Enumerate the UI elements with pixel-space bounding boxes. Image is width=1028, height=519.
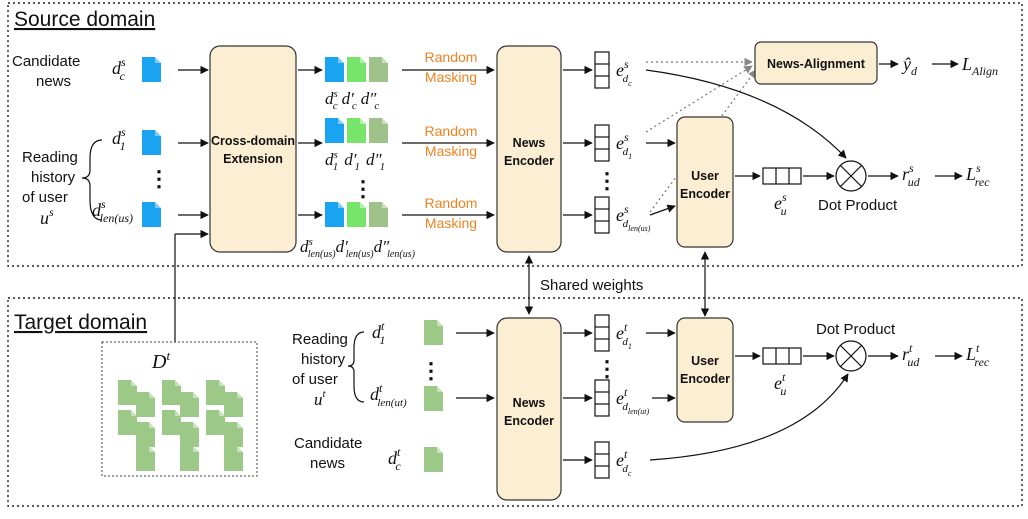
target-candidate-label-1: Candidate [294,435,362,452]
user-vector-target [762,347,802,365]
dot-product-label-target: Dot Product [816,321,896,338]
target-domain-title: Target domain [14,311,147,334]
history-label-3: of user [22,189,68,206]
extended-docs-row-2 [325,118,388,143]
target-domain-region [7,297,1023,507]
ext-ellipsis: ⋮ [352,176,374,201]
embedding-vector-source-len [594,196,610,234]
target-corpus-docs [118,380,243,471]
random-masking-3a: Random [425,195,478,211]
random-masking-2b: Masking [425,143,477,159]
source-news-encoder-label-2: Encoder [504,154,554,168]
source-domain-title: Source domain [14,8,155,31]
target-embedding-ellipsis: ⋮ [596,356,618,381]
target-user-symbol: ut [314,388,327,409]
dot-product-operator-source [835,160,867,192]
doc-icon-candidate-target [424,447,443,472]
embedding-vector-source-c [594,51,610,89]
embedding-vector-source-1 [594,124,610,162]
cross-domain-extension-box [209,45,297,253]
cross-domain-label-2: Extension [223,152,283,166]
target-candidate-label-2: news [310,455,345,472]
target-news-encoder-label-1: News [513,396,546,410]
target-news-encoder-box [496,317,562,501]
doc-icon-history-1-source [142,130,161,155]
curve-candidate-to-dot [645,69,847,159]
target-news-encoder-label-2: Encoder [504,414,554,428]
target-history-label-3: of user [292,371,338,388]
candidate-news-label-2: news [36,73,71,90]
source-history-ellipsis: ⋮ [148,166,170,191]
arrow-to-ue-2 [649,204,676,216]
extended-docs-row-3 [325,202,388,227]
doc-icon-history-1-target [424,320,443,345]
source-domain-region [7,2,1023,267]
doc-icon-history-len-target [424,386,443,411]
user-vector-source [762,167,802,185]
random-masking-3b: Masking [425,215,477,231]
y-hat-d: ŷd [901,54,918,78]
curve-target-candidate-to-dot [649,373,849,461]
source-user-encoder-label-2: Encoder [680,187,730,201]
target-history-label-2: history [301,351,346,368]
target-user-encoder-label-1: User [691,354,719,368]
source-embedding-ellipsis: ⋮ [596,168,618,193]
news-alignment-label: News-Alignment [767,57,866,71]
extended-docs-row-1 [325,57,388,82]
target-corpus-symbol: Dt [151,348,170,373]
target-user-encoder-box [676,317,734,423]
history-label-2: history [31,169,76,186]
random-masking-1a: Random [425,49,478,65]
target-history-label-1: Reading [292,331,348,348]
history-brace [81,139,103,221]
L-align: LAlign [961,54,998,78]
dotted-line-2 [645,65,753,133]
random-masking-1b: Masking [425,69,477,85]
source-user-symbol: us [40,205,54,228]
doc-icon-candidate-source [142,57,161,82]
news-alignment-box [754,41,878,85]
random-masking-2a: Random [425,123,478,139]
shared-weights-label: Shared weights [540,277,643,294]
source-user-encoder-label-1: User [691,169,719,183]
target-history-brace [347,331,365,403]
history-label-1: Reading [22,149,78,166]
dot-product-label-source: Dot Product [818,197,898,214]
target-user-encoder-label-2: Encoder [680,372,730,386]
source-news-encoder-label-1: News [513,136,546,150]
target-corpus-box [101,341,258,477]
dot-product-operator-target [835,340,867,372]
candidate-news-label-1: Candidate [12,53,80,70]
source-news-encoder-box [496,45,562,253]
source-user-encoder-box [676,116,734,248]
embedding-vector-target-len [594,379,610,417]
cross-domain-label-1: Cross-domain [211,134,295,148]
embedding-vector-target-c [594,441,610,479]
target-history-ellipsis: ⋮ [420,358,442,383]
doc-icon-history-len-source [142,202,161,227]
embedding-vector-target-1 [594,314,610,352]
